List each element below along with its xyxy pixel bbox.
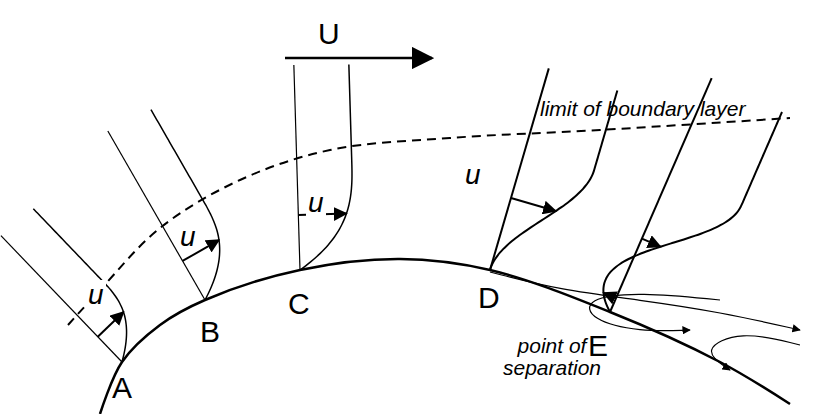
recirculation-streamline: [711, 336, 800, 370]
wall-normal-line: [1, 236, 122, 362]
point-letter: C: [288, 288, 310, 320]
velocity-profile: [603, 112, 782, 312]
velocity-symbol: u: [178, 222, 198, 251]
recirculation-streamline: [590, 294, 720, 330]
velocity-arrow: [98, 312, 124, 337]
point-letter: A: [112, 372, 132, 404]
velocity-profile: [33, 209, 126, 362]
velocity-symbol: u: [86, 280, 106, 309]
boundary-layer-label: limit of boundary layer: [540, 98, 745, 120]
velocity-arrow: [511, 198, 556, 211]
wall-normal-line: [108, 131, 205, 300]
velocity-profile: [300, 64, 352, 270]
point-letter: B: [200, 316, 220, 348]
free-stream-arrow: [285, 57, 432, 60]
velocity-symbol: u: [463, 160, 483, 189]
wall-normal-line: [490, 68, 549, 270]
recirculation-streamline: [490, 272, 800, 330]
wall-normal-line: [294, 65, 300, 270]
free-stream-symbol: U: [318, 18, 340, 50]
point-letter: D: [478, 282, 500, 314]
velocity-arrow: [642, 239, 661, 247]
velocity-profile: [151, 110, 220, 300]
velocity-symbol: u: [306, 188, 326, 217]
body-surface: [100, 259, 790, 414]
separation-label: point of separation: [492, 335, 612, 379]
